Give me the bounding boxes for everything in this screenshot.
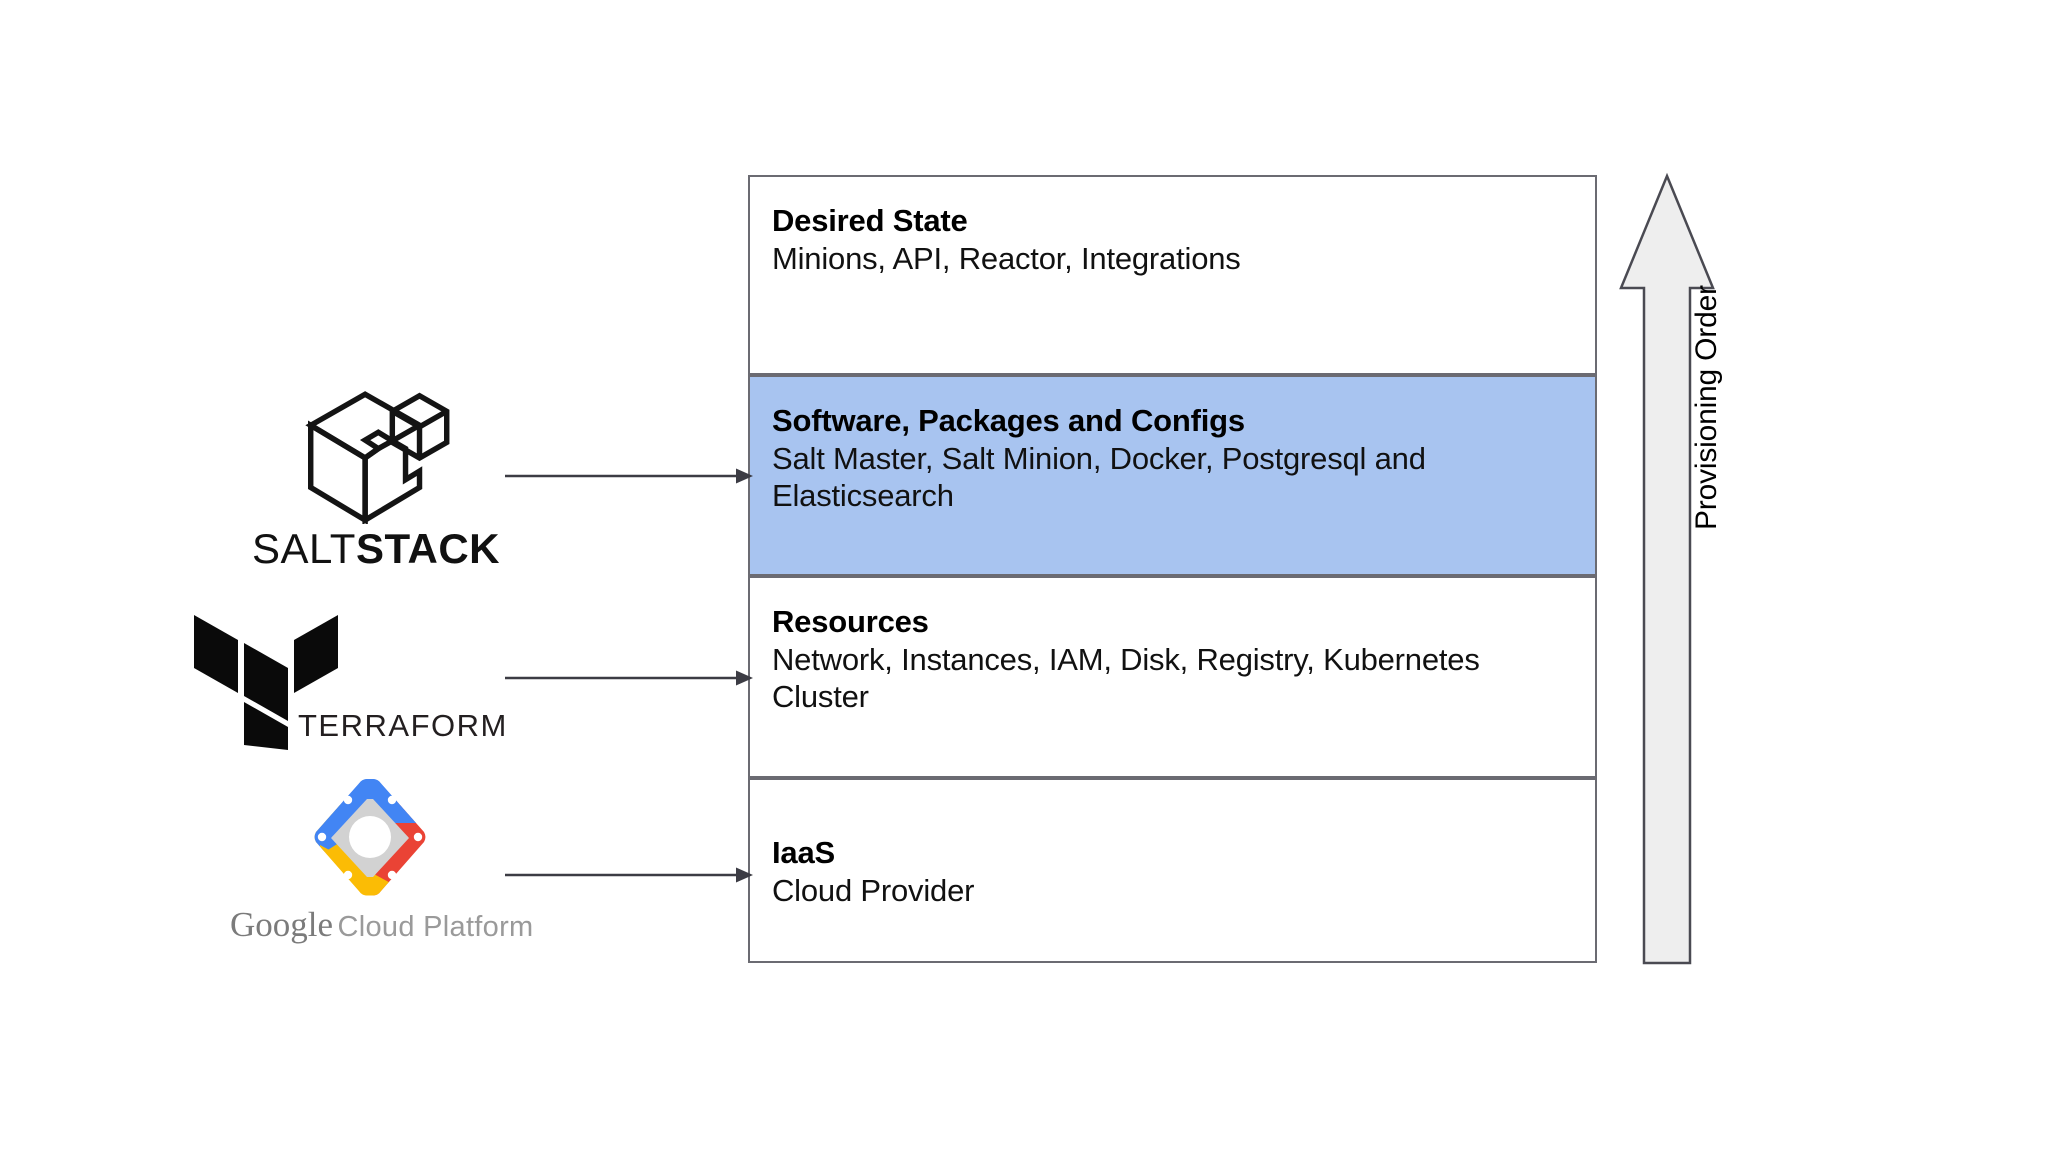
logo-terraform: TERRAFORM xyxy=(190,605,506,765)
gcp-wordmark: Google Cloud Platform xyxy=(230,905,533,944)
gcp-wordmark-cloud-platform: Cloud Platform xyxy=(337,911,534,943)
terraform-wordmark: TERRAFORM xyxy=(298,708,508,743)
layer-title: IaaS xyxy=(772,835,835,870)
connector-arrow-gcp-to-iaas xyxy=(505,863,755,887)
saltstack-wordmark-bold: STACK xyxy=(355,525,500,572)
terraform-logo-icon xyxy=(194,615,338,750)
google-cloud-hexagon-icon xyxy=(314,779,426,896)
layer-box-software-packages-configs[interactable]: Software, Packages and Configs Salt Mast… xyxy=(748,375,1597,576)
saltstack-wordmark: SALTSTACK xyxy=(236,528,516,570)
layer-description: Cloud Provider xyxy=(772,872,975,908)
layer-box-iaas[interactable]: IaaS Cloud Provider xyxy=(748,778,1597,963)
saltstack-cube-icon xyxy=(305,391,450,524)
layer-box-desired-state[interactable]: Desired State Minions, API, Reactor, Int… xyxy=(748,175,1597,375)
layer-title: Software, Packages and Configs xyxy=(772,403,1245,438)
logo-saltstack: SALTSTACK xyxy=(236,388,516,570)
connector-arrow-terraform-to-resources xyxy=(505,666,755,690)
saltstack-wordmark-light: SALT xyxy=(252,525,356,572)
connector-arrow-saltstack-to-software xyxy=(505,464,755,488)
logo-google-cloud-platform: Google Cloud Platform xyxy=(230,775,533,960)
layer-description: Minions, API, Reactor, Integrations xyxy=(772,240,1241,276)
layer-title: Resources xyxy=(772,604,929,639)
gcp-wordmark-google: Google xyxy=(230,905,334,944)
layer-box-resources[interactable]: Resources Network, Instances, IAM, Disk,… xyxy=(748,576,1597,778)
provisioning-order-label: Provisioning Order xyxy=(1690,285,1723,530)
layer-title: Desired State xyxy=(772,203,968,238)
provisioning-order-arrow xyxy=(1612,168,1722,968)
layer-description: Network, Instances, IAM, Disk, Registry,… xyxy=(772,641,1480,715)
layer-stack: Desired State Minions, API, Reactor, Int… xyxy=(748,175,1597,963)
layer-description: Salt Master, Salt Minion, Docker, Postgr… xyxy=(772,440,1426,514)
